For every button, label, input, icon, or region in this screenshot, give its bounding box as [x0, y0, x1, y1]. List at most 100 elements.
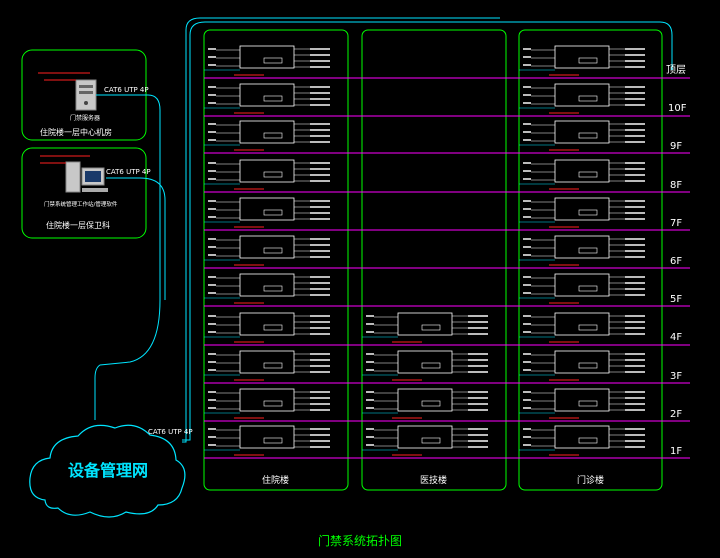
door-controller-input-tag	[208, 407, 216, 409]
door-controller-input-tag	[523, 323, 531, 325]
door-controller-box	[239, 388, 295, 412]
floor-label: 2F	[670, 409, 682, 420]
door-controller-box	[239, 45, 295, 69]
door-controller-module	[263, 400, 283, 407]
floor-label: 5F	[670, 294, 682, 305]
door-controller-output-tag	[625, 212, 645, 214]
door-controller-output-tag	[468, 434, 488, 436]
door-controller-output-tag	[625, 54, 645, 56]
door-controller-input-tag	[208, 254, 216, 256]
door-controller-output-tag	[310, 123, 330, 125]
door-controller-output-tag	[468, 409, 488, 411]
door-controller-output-tag	[310, 321, 330, 323]
door-controller-module	[578, 324, 598, 331]
door-controller-output-tag	[310, 162, 330, 164]
door-controller-input-tag	[523, 444, 531, 446]
server-room-caption: 住院楼一层中心机房	[40, 127, 112, 137]
door-controller-module	[263, 209, 283, 216]
door-controller-input-tag	[366, 444, 374, 446]
door-controller-output-tag	[310, 250, 330, 252]
door-controller-output-tag	[625, 180, 645, 182]
door-controller-input-tag	[208, 323, 216, 325]
door-controller-input-tag	[208, 369, 216, 371]
door-controller-input-tag	[366, 436, 374, 438]
door-controller-output-tag	[468, 365, 488, 367]
door-controller-output-tag	[625, 98, 645, 100]
workstation-cable-label: CAT6 UTP 4P	[106, 168, 151, 176]
door-controller-output-tag	[310, 403, 330, 405]
door-controller-output-tag	[468, 391, 488, 393]
door-controller-input-tag	[523, 56, 531, 58]
door-controller-box	[239, 120, 295, 144]
door-controller-input-tag	[366, 331, 374, 333]
door-controller-output-tag	[625, 250, 645, 252]
door-controller-input-tag	[523, 276, 531, 278]
door-controller-input-tag	[208, 94, 216, 96]
cloud-label: 设备管理网	[68, 461, 148, 480]
diagram-title: 门禁系统拓扑图	[318, 533, 402, 548]
door-controller-output-tag	[468, 446, 488, 448]
door-controller-output-tag	[625, 168, 645, 170]
door-controller-input-tag	[523, 48, 531, 50]
door-controller-output-tag	[625, 440, 645, 442]
door-controller-output-tag	[310, 371, 330, 373]
door-controller-input-tag	[523, 216, 531, 218]
building-name: 门诊楼	[577, 474, 604, 486]
door-controller-output-tag	[625, 353, 645, 355]
door-controller-module	[578, 437, 598, 444]
door-controller-output-tag	[625, 123, 645, 125]
door-controller-module	[421, 362, 441, 369]
door-controller-input-tag	[523, 170, 531, 172]
door-controller-output-tag	[468, 428, 488, 430]
door-controller-input-tag	[523, 292, 531, 294]
door-controller-output-tag	[625, 333, 645, 335]
door-controller-output-tag	[625, 92, 645, 94]
door-controller-input-tag	[208, 315, 216, 317]
door-controller-input-tag	[523, 353, 531, 355]
building-frame-medtech	[361, 29, 507, 491]
door-controller-output-tag	[310, 409, 330, 411]
door-controller-output-tag	[625, 276, 645, 278]
door-controller-output-tag	[310, 359, 330, 361]
door-controller-input-tag	[523, 208, 531, 210]
building-name: 医技楼	[420, 474, 447, 486]
door-controller-output-tag	[310, 434, 330, 436]
server-cable-label: CAT6 UTP 4P	[104, 86, 149, 94]
door-controller-output-tag	[625, 256, 645, 258]
door-controller-output-tag	[310, 276, 330, 278]
floor-label: 7F	[670, 218, 682, 229]
door-controller-input-tag	[523, 178, 531, 180]
door-controller-input-tag	[208, 48, 216, 50]
door-controller-input-tag	[208, 64, 216, 66]
door-controller-input-tag	[208, 102, 216, 104]
door-controller-output-tag	[625, 288, 645, 290]
door-controller-output-tag	[625, 48, 645, 50]
door-controller-input-tag	[208, 178, 216, 180]
door-controller-box	[239, 83, 295, 107]
door-controller-output-tag	[310, 54, 330, 56]
door-controller-module	[578, 132, 598, 139]
door-controller-output-tag	[468, 403, 488, 405]
door-controller-box	[239, 350, 295, 374]
door-controller-box	[239, 235, 295, 259]
door-controller-input-tag	[366, 399, 374, 401]
door-controller-module	[263, 362, 283, 369]
door-controller-input-tag	[523, 428, 531, 430]
door-controller-output-tag	[468, 321, 488, 323]
door-controller-box	[554, 388, 610, 412]
door-controller-input-tag	[523, 361, 531, 363]
door-controller-input-tag	[523, 86, 531, 88]
network-links	[94, 17, 673, 443]
door-controller-input-tag	[366, 361, 374, 363]
door-controller-output-tag	[625, 294, 645, 296]
door-controller-box	[554, 120, 610, 144]
door-controller-input-tag	[208, 353, 216, 355]
door-controller-input-tag	[208, 56, 216, 58]
building-name: 住院楼	[262, 474, 289, 486]
door-controller-output-tag	[625, 135, 645, 137]
door-controller-output-tag	[468, 397, 488, 399]
door-controller-input-tag	[208, 208, 216, 210]
security-office-caption: 住院楼一层保卫科	[46, 220, 110, 230]
door-controller-input-tag	[208, 246, 216, 248]
